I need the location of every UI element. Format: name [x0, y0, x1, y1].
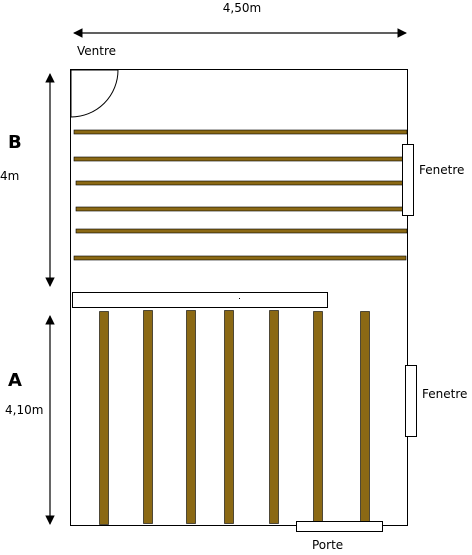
vertical-beam [269, 310, 279, 524]
door-swing-arc [70, 69, 119, 118]
vertical-beam [186, 310, 196, 524]
section-a-label: A [8, 370, 22, 391]
separator-dot [239, 298, 240, 299]
room-outline [70, 69, 408, 526]
separator-bench [72, 292, 328, 308]
horizontal-beam [73, 156, 408, 162]
window-top-label: Fenetre [419, 163, 464, 177]
window-bottom-label: Fenetre [422, 387, 467, 401]
width-dimension-label: 4,50m [223, 1, 261, 15]
vertical-beam [99, 311, 109, 525]
section-b-label: B [8, 132, 22, 153]
vertical-beam [224, 310, 234, 524]
height-a-label: 4,10m [5, 403, 43, 417]
height-b-label: 4m [0, 169, 19, 183]
door-label: Porte [312, 538, 343, 552]
section-a-beams [99, 310, 370, 525]
horizontal-beam [75, 228, 408, 234]
horizontal-beam [75, 180, 408, 186]
section-b-beams [73, 129, 408, 261]
window-top [402, 144, 414, 216]
ventre-label: Ventre [77, 44, 116, 58]
window-bottom [405, 365, 417, 437]
vertical-beam [143, 310, 153, 524]
vertical-beam [360, 311, 370, 525]
vertical-beam [313, 311, 323, 525]
door [296, 521, 383, 532]
horizontal-beam [73, 129, 408, 135]
horizontal-beam [75, 206, 408, 212]
horizontal-beam [73, 255, 407, 261]
